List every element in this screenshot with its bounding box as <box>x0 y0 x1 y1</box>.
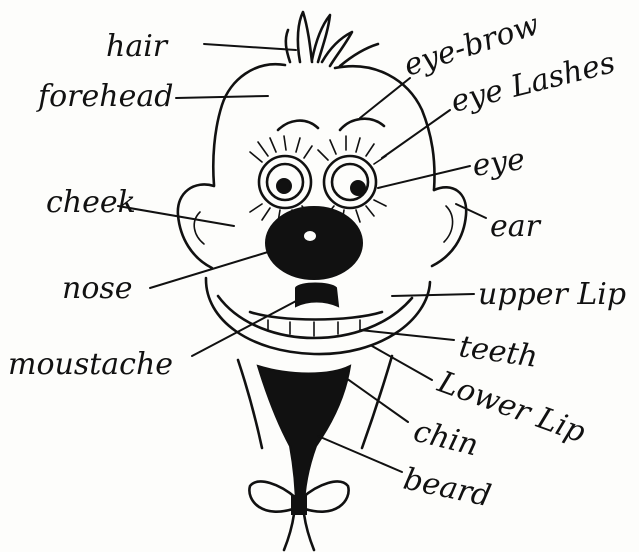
label-ear: ear <box>490 209 542 244</box>
upperlip-leader <box>392 294 474 296</box>
eye-leader <box>378 166 470 188</box>
label-upper-lip: upper Lip <box>478 277 626 312</box>
label-teeth: teeth <box>457 329 540 375</box>
right-ear <box>432 187 466 266</box>
chin-leader <box>346 378 408 422</box>
nose <box>266 207 362 279</box>
right-eye <box>324 156 376 208</box>
forehead-leader <box>176 96 268 98</box>
label-moustache: moustache <box>8 347 173 382</box>
beard <box>258 366 350 510</box>
eyelashes-leader <box>382 110 450 158</box>
head-outline <box>213 64 434 190</box>
hair-leader <box>204 44 296 50</box>
label-nose: nose <box>62 271 133 306</box>
label-hair: hair <box>106 29 169 64</box>
label-cheek: cheek <box>46 185 136 220</box>
teeth-leader <box>360 330 454 340</box>
label-chin: chin <box>410 414 482 464</box>
left-eye <box>259 156 311 208</box>
ear-leader <box>456 204 486 218</box>
moustache-leader <box>192 300 298 356</box>
label-forehead: forehead <box>36 79 173 114</box>
hair-tuft <box>286 12 378 66</box>
left-eyebrow <box>278 121 318 130</box>
label-beard: beard <box>400 462 494 515</box>
eyebrow-leader <box>360 78 410 118</box>
beard-leader <box>318 436 402 472</box>
lowerlip-leader <box>372 346 432 380</box>
label-eye: eye <box>470 142 527 184</box>
left-ear <box>178 184 214 268</box>
right-eyebrow <box>340 119 384 130</box>
moustache <box>296 284 338 307</box>
nose-leader <box>150 252 268 288</box>
